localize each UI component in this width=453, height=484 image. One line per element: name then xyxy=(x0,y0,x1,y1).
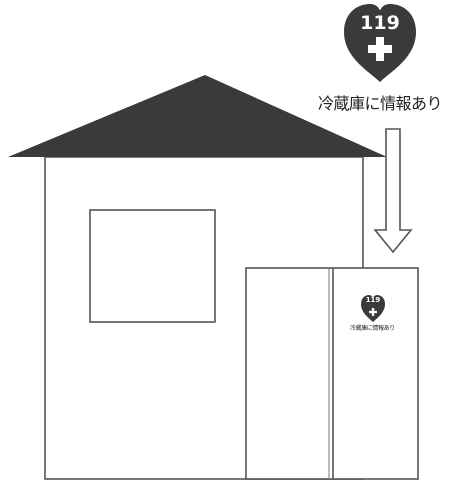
refrigerator xyxy=(245,267,419,480)
house-window xyxy=(89,209,216,323)
door-sticker-caption: 冷蔵庫に情報あり xyxy=(350,325,395,332)
down-arrow xyxy=(373,128,413,254)
door-sticker-number: 119 xyxy=(365,296,381,304)
sticker-number: 119 xyxy=(360,12,400,34)
cross-icon-horizontal xyxy=(368,45,392,53)
door-cross-icon-horizontal xyxy=(369,310,377,314)
house-roof xyxy=(8,75,387,157)
sticker-caption: 冷蔵庫に情報あり xyxy=(318,94,443,113)
